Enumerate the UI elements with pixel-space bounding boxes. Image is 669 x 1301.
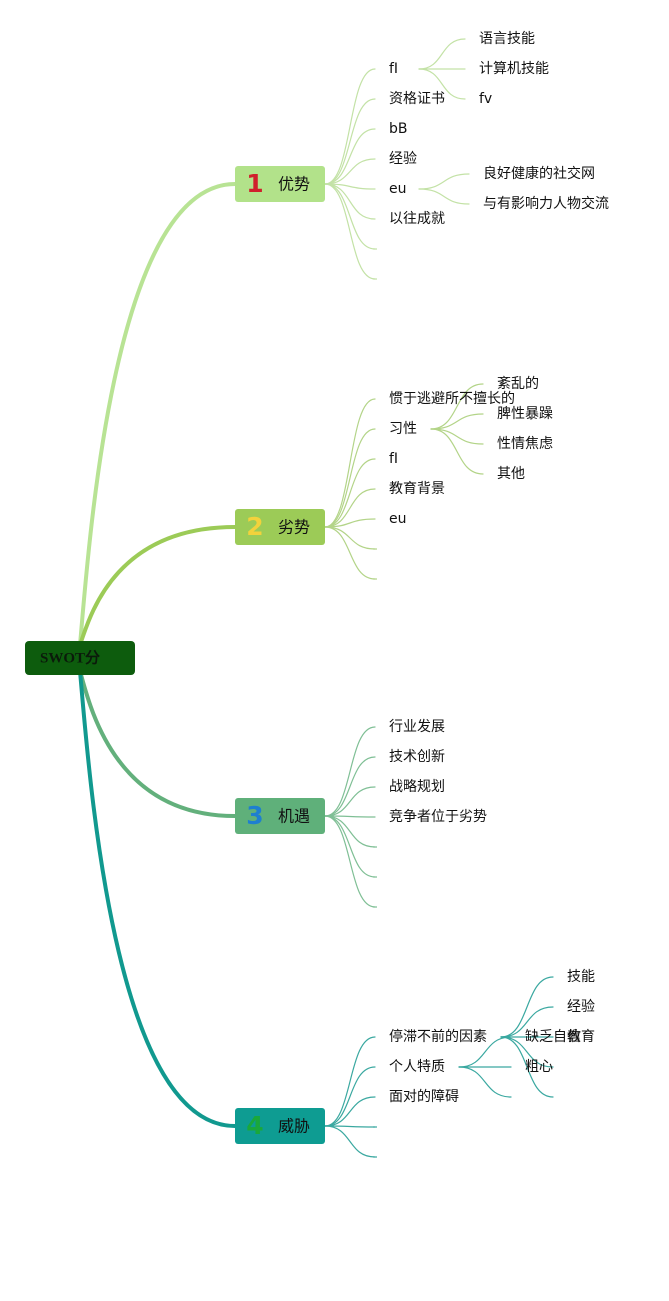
- subitem-weaknesses-1-0: 紊乱的: [497, 375, 539, 392]
- category-label-opportunities: 机遇: [278, 807, 310, 826]
- subitem-strengths-0-0: 语言技能: [479, 31, 535, 47]
- connector-threats-item-4: [324, 1125, 376, 1158]
- connector-strengths-item-4-child-0: [418, 173, 470, 190]
- connector-strengths-item-0-child-2: [418, 68, 466, 100]
- category-box-opportunities: [235, 798, 325, 834]
- connector-weaknesses-item-1-child-3: [430, 428, 484, 475]
- root-node[interactable]: SWOT分: [25, 641, 135, 675]
- category-node-strengths[interactable]: 1 优势: [235, 166, 325, 202]
- item-weaknesses-1: 习性: [389, 421, 417, 437]
- subitem-weaknesses-1-3: 其他: [497, 466, 525, 482]
- connector-layer: [78, 38, 554, 1158]
- connector-threats-item-0-child-3: [500, 1036, 554, 1068]
- subitem-strengths-0-2: fv: [479, 91, 492, 107]
- root-label: SWOT分: [40, 649, 100, 666]
- item-strengths-2: bB: [389, 121, 408, 137]
- connector-root-to-threats: [78, 669, 237, 1128]
- connector-strengths-item-0-child-0: [418, 38, 466, 70]
- connector-root-to-opportunities: [78, 669, 237, 818]
- connector-threats-item-0-child-1: [500, 1006, 554, 1038]
- category-box-strengths: [235, 166, 325, 202]
- connector-opportunities-item-6: [324, 815, 376, 908]
- item-opportunities-3: 竞争者位于劣势: [389, 808, 487, 825]
- category-label-strengths: 优势: [278, 175, 310, 194]
- item-threats-1: 个人特质: [389, 1059, 445, 1075]
- connector-strengths-item-1: [324, 98, 376, 185]
- item-weaknesses-3: 教育背景: [389, 481, 445, 497]
- subitem-weaknesses-1-2: 性情焦虑: [497, 436, 553, 452]
- connector-weaknesses-item-2: [324, 458, 376, 528]
- connector-weaknesses-item-3: [324, 488, 376, 528]
- item-opportunities-2: 战略规划: [389, 779, 445, 795]
- connector-root-to-strengths: [78, 182, 237, 647]
- category-node-threats[interactable]: 4 威胁: [235, 1108, 325, 1144]
- category-number-opportunities: 3: [246, 801, 263, 830]
- subitem-threats-0-0: 技能: [567, 969, 595, 985]
- subitem-threats-0-1: 经验: [567, 999, 595, 1015]
- item-strengths-5: 以往成就: [389, 211, 445, 227]
- subitem-strengths-0-1: 计算机技能: [479, 61, 549, 77]
- subitem-threats-0-2: 教育: [567, 1029, 595, 1045]
- item-weaknesses-0: 惯于逃避所不擅长的: [389, 390, 515, 407]
- category-number-strengths: 1: [246, 169, 263, 198]
- connector-opportunities-item-2: [324, 786, 376, 817]
- subitem-strengths-4-0: 良好健康的社交网: [483, 165, 595, 182]
- connector-threats-item-1: [324, 1066, 376, 1127]
- category-box-weaknesses: [235, 509, 325, 545]
- connector-opportunities-item-4: [324, 815, 376, 848]
- category-label-weaknesses: 劣势: [278, 518, 310, 537]
- connector-weaknesses-item-4: [324, 518, 376, 528]
- subitem-threats-1-1: 粗心: [525, 1059, 553, 1075]
- connector-threats-item-0: [324, 1036, 376, 1127]
- connector-strengths-item-5: [324, 183, 376, 220]
- item-strengths-1: 资格证书: [389, 91, 445, 107]
- connector-threats-item-0-child-4: [500, 1036, 554, 1098]
- root-box: [25, 641, 135, 675]
- item-threats-2: 面对的障碍: [389, 1089, 459, 1105]
- connector-weaknesses-item-1-child-2: [430, 428, 484, 445]
- connector-root-to-weaknesses: [78, 525, 237, 647]
- item-opportunities-0: 行业发展: [389, 719, 445, 735]
- connector-weaknesses-item-1: [324, 428, 376, 528]
- connector-weaknesses-item-5: [324, 526, 376, 550]
- connector-opportunities-item-5: [324, 815, 376, 878]
- connector-threats-item-1-child-2: [458, 1066, 512, 1098]
- connector-strengths-item-2: [324, 128, 376, 185]
- item-strengths-4: eu: [389, 181, 407, 197]
- connector-strengths-item-6: [324, 183, 376, 250]
- category-label-threats: 威胁: [278, 1117, 310, 1136]
- connector-threats-item-2: [324, 1096, 376, 1127]
- category-number-weaknesses: 2: [246, 512, 263, 541]
- category-node-opportunities[interactable]: 3 机遇: [235, 798, 325, 834]
- connector-strengths-item-0: [324, 68, 376, 185]
- item-weaknesses-2: fI: [389, 451, 398, 467]
- subitem-threats-1-0: 缺乏自信: [525, 1029, 581, 1045]
- category-box-threats: [235, 1108, 325, 1144]
- item-threats-0: 停滞不前的因素: [389, 1028, 487, 1045]
- connector-threats-item-0-child-0: [500, 976, 554, 1038]
- subitem-weaknesses-1-1: 脾性暴躁: [497, 406, 553, 422]
- connector-strengths-item-4-child-1: [418, 188, 470, 205]
- item-strengths-0: fI: [389, 61, 398, 77]
- connector-weaknesses-item-6: [324, 526, 376, 580]
- connector-weaknesses-item-0: [324, 398, 376, 528]
- connector-weaknesses-item-1-child-0: [430, 383, 484, 430]
- connector-opportunities-item-0: [324, 726, 376, 817]
- subitem-strengths-4-1: 与有影响力人物交流: [483, 195, 609, 212]
- item-opportunities-1: 技术创新: [389, 749, 445, 765]
- connector-strengths-item-3: [324, 158, 376, 185]
- connector-opportunities-item-1: [324, 756, 376, 817]
- item-weaknesses-4: eu: [389, 511, 407, 527]
- connector-strengths-item-7: [324, 183, 376, 280]
- connector-weaknesses-item-1-child-1: [430, 413, 484, 430]
- category-node-weaknesses[interactable]: 2 劣势: [235, 509, 325, 545]
- item-strengths-3: 经验: [389, 151, 417, 167]
- category-number-threats: 4: [246, 1111, 263, 1140]
- connector-threats-item-1-child-0: [458, 1036, 512, 1068]
